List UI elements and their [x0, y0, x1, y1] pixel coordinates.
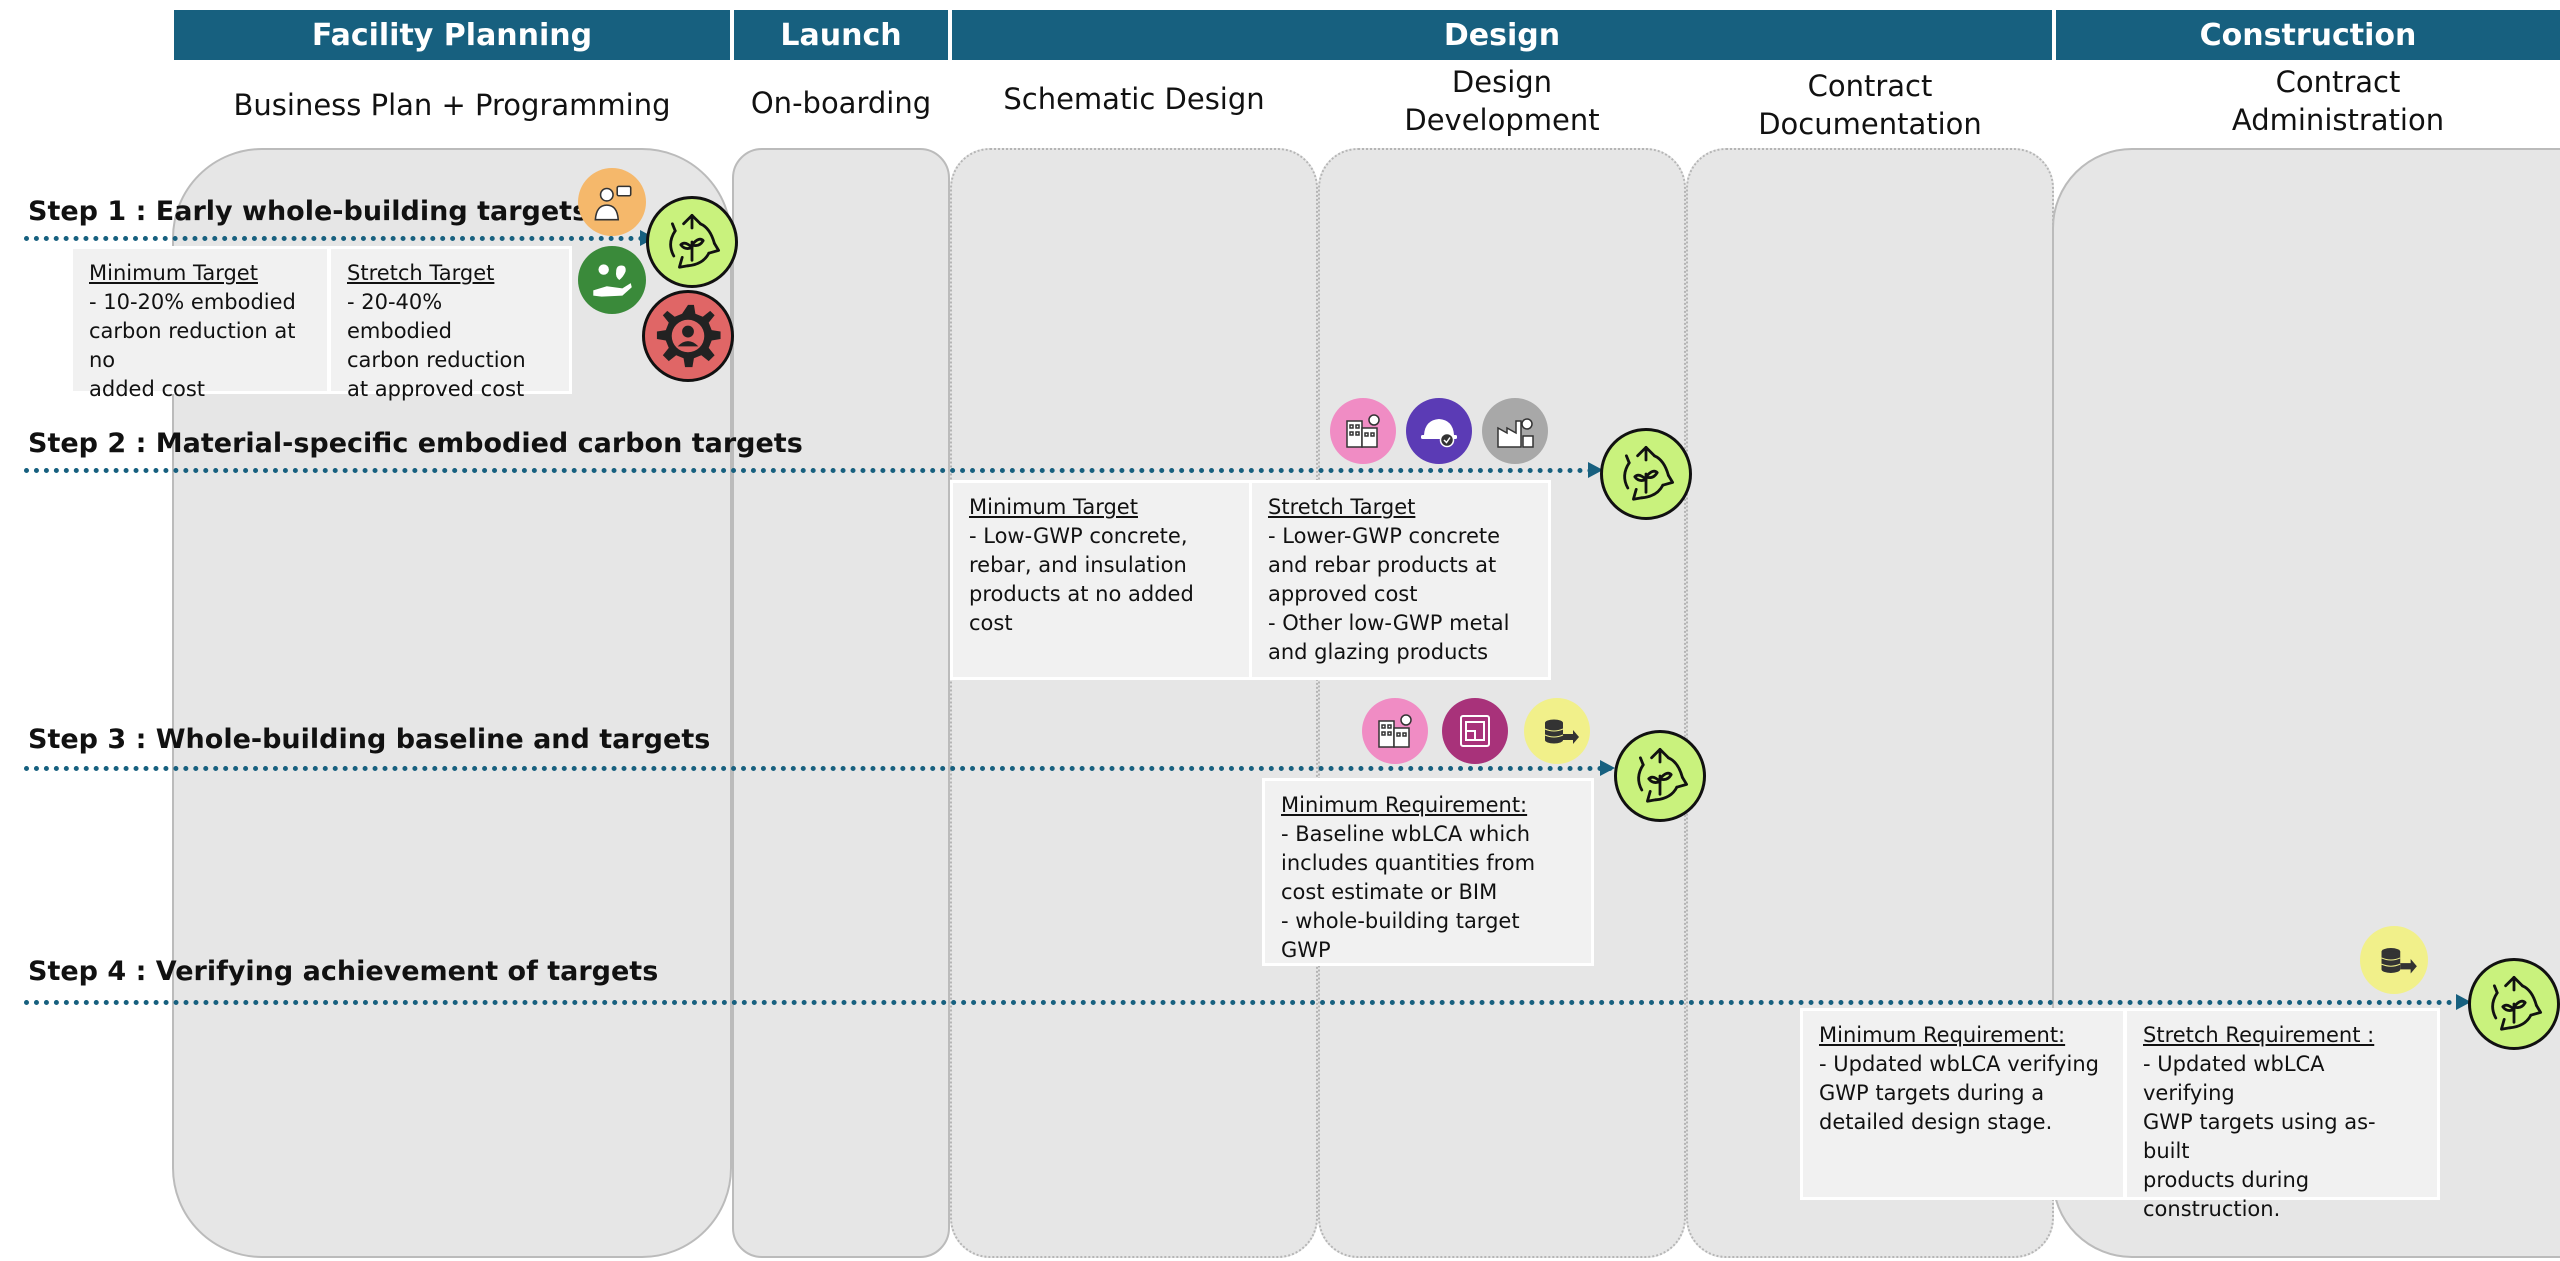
box-body: - Updated wbLCA verifying GWP targets us…: [2143, 1051, 2376, 1221]
step-2-arrow: [24, 468, 1594, 473]
step-4-stretch-requirement-box: Stretch Requirement : - Updated wbLCA ve…: [2124, 1008, 2440, 1221]
phase-label: Construction: [2199, 17, 2417, 53]
step-1-minimum-target-box: Minimum Target - 10-20% embodied carbon …: [70, 246, 330, 401]
subphase-design-development: Design Development: [1404, 65, 1600, 137]
phase-design: Design: [952, 10, 2052, 60]
phase-label: Facility Planning: [311, 17, 593, 53]
step-2-title: Step 2 : Material-specific embodied carb…: [28, 428, 803, 459]
box-body: - Updated wbLCA verifying GWP targets du…: [1819, 1051, 2099, 1134]
hardhat-shield-icon: [1406, 398, 1472, 464]
subphase-onboarding: On-boarding: [750, 86, 932, 121]
recycle-plant-icon: [1600, 428, 1692, 520]
step-3-minimum-requirement-box: Minimum Requirement: - Baseline wbLCA wh…: [1262, 778, 1594, 966]
settings-person-icon: [642, 290, 734, 382]
launch-column: [732, 148, 950, 1258]
step-3-arrowhead: [1600, 760, 1615, 776]
subphase-business-plan: Business Plan + Programming: [233, 88, 671, 123]
step-2-arrowhead: [1588, 462, 1603, 478]
phase-facility-planning: Facility Planning: [174, 10, 730, 60]
phase-label: Launch: [780, 17, 902, 53]
step-1-stretch-target-box: Stretch Target - 20-40% embodied carbon …: [328, 246, 572, 401]
step-4-arrowhead: [2456, 994, 2471, 1010]
box-heading: Stretch Target: [1268, 495, 1416, 519]
phase-label: Design: [1443, 17, 1561, 53]
box-heading: Stretch Requirement :: [2143, 1023, 2375, 1047]
box-body: - 10-20% embodied carbon reduction at no…: [89, 289, 296, 401]
stakeholder-icon: [578, 168, 646, 236]
recycle-plant-icon: [646, 196, 738, 288]
step-4-arrow: [24, 1000, 2464, 1005]
box-body: - 20-40% embodied carbon reduction at ap…: [347, 289, 526, 401]
phase-launch: Launch: [734, 10, 948, 60]
building-care-icon: [578, 246, 646, 314]
box-heading: Minimum Requirement:: [1281, 793, 1528, 817]
building-gear-icon: [1330, 398, 1396, 464]
recycle-plant-icon: [2468, 958, 2560, 1050]
step-1-arrow: [24, 236, 644, 241]
box-body: - Lower-GWP concrete and rebar products …: [1268, 523, 1510, 664]
cost-database-icon: [1524, 698, 1590, 764]
step-4-title: Step 4 : Verifying achievement of target…: [28, 956, 659, 987]
step-1-title: Step 1 : Early whole-building targets: [28, 196, 589, 227]
blueprint-icon: [1442, 698, 1508, 764]
step-3-title: Step 3 : Whole-building baseline and tar…: [28, 724, 711, 755]
step-3-arrow: [24, 766, 1614, 771]
factory-icon: [1482, 398, 1548, 464]
box-body: - Baseline wbLCA which includes quantiti…: [1281, 821, 1536, 962]
box-body: - Low-GWP concrete, rebar, and insulatio…: [969, 523, 1194, 635]
design-development-column: [1318, 148, 1686, 1258]
box-heading: Minimum Target: [969, 495, 1138, 519]
subphase-schematic-design: Schematic Design: [1003, 82, 1265, 117]
box-heading: Minimum Requirement:: [1819, 1023, 2066, 1047]
schematic-design-column: [950, 148, 1318, 1258]
step-4-minimum-requirement-box: Minimum Requirement: - Updated wbLCA ver…: [1800, 1008, 2126, 1200]
phase-construction: Construction: [2056, 10, 2560, 60]
building-gear-icon: [1362, 698, 1428, 764]
step-2-stretch-target-box: Stretch Target - Lower-GWP concrete and …: [1249, 480, 1551, 680]
subphase-contract-administration: Contract Administration: [2231, 65, 2445, 137]
box-heading: Minimum Target: [89, 261, 258, 285]
box-heading: Stretch Target: [347, 261, 495, 285]
subphase-contract-documentation: Contract Documentation: [1758, 69, 1982, 141]
step-2-minimum-target-box: Minimum Target - Low-GWP concrete, rebar…: [950, 480, 1252, 680]
cost-database-icon: [2360, 926, 2428, 994]
recycle-plant-icon: [1614, 730, 1706, 822]
